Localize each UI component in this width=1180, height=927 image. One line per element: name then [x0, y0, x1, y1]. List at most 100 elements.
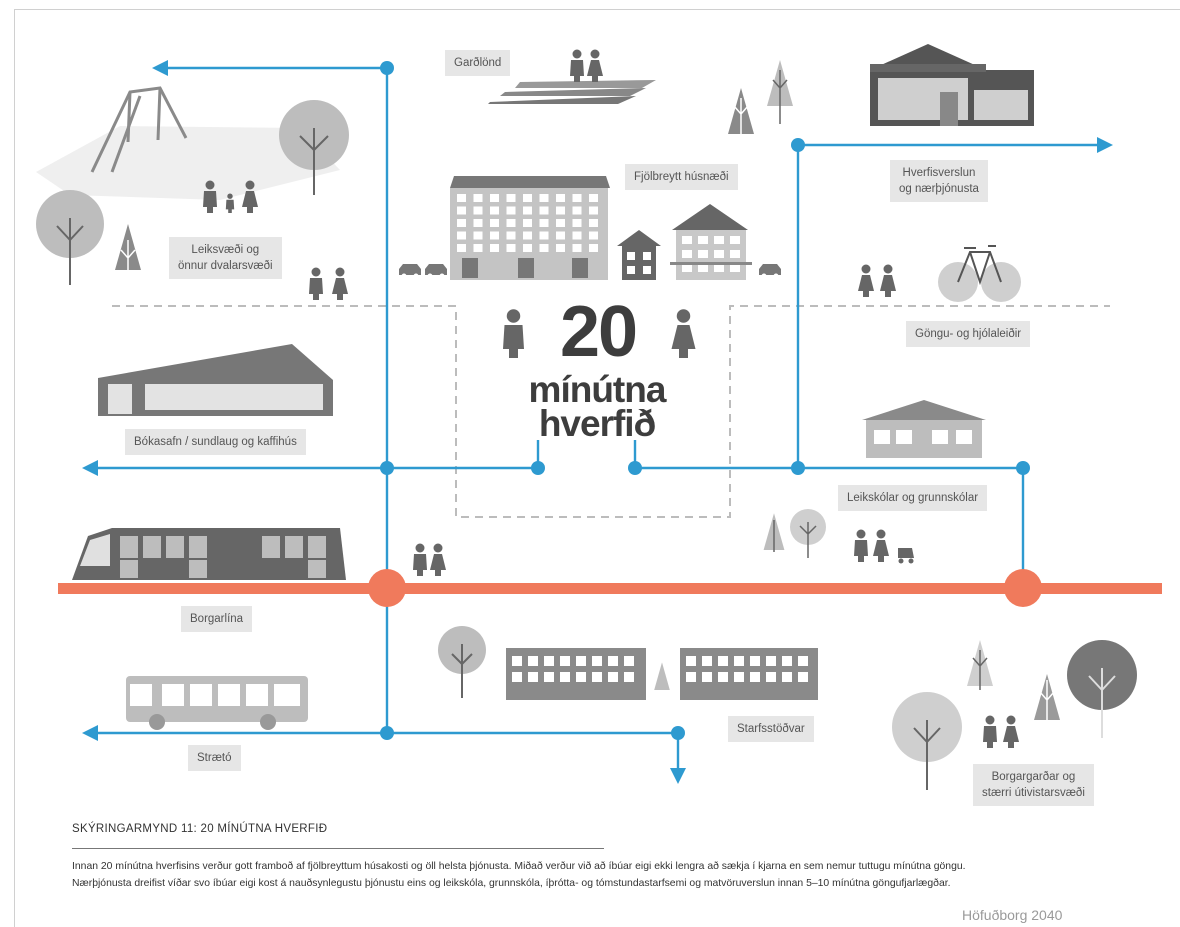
apartment-window: [473, 244, 483, 252]
tree-round-icon: [279, 100, 349, 195]
apartment-window: [473, 231, 483, 240]
apartment-window: [490, 219, 499, 227]
label-bokasafn: Bókasafn / sundlaug og kaffihús: [125, 429, 306, 455]
apartment-window: [572, 219, 582, 227]
tree-round-icon: [438, 626, 486, 698]
label-borgarlina: Borgarlína: [181, 606, 253, 632]
school-icon: [862, 400, 986, 458]
apartment-block-icon: [450, 176, 610, 280]
borgarlina-line: [58, 583, 1162, 594]
label-fjolbreytt-husnaedi: Fjölbreytt húsnæði: [625, 164, 738, 190]
apartment-window: [523, 206, 532, 215]
person-icon: [503, 309, 524, 358]
label-line: önnur dvalarsvæði: [178, 260, 273, 272]
apartment-window: [506, 244, 516, 252]
title-number: 20: [560, 292, 638, 372]
walking-routes: [95, 66, 1100, 772]
apartment-window: [457, 206, 466, 215]
apartment-window: [506, 231, 516, 240]
apartment-window: [473, 206, 483, 215]
apartment-window: [457, 219, 466, 227]
office-building-icon: [680, 648, 818, 700]
tree-pine-icon: [115, 224, 141, 286]
arrow-bottom-west: [82, 725, 98, 741]
caption-rule: [72, 848, 604, 849]
office-building-icon: [506, 648, 646, 700]
apartment-window: [539, 219, 549, 227]
apartment-window: [556, 194, 565, 202]
apartment-window: [539, 194, 549, 202]
allotment-gardens-icon: [488, 49, 656, 104]
apartment-window: [523, 219, 532, 227]
apartment-window: [457, 244, 466, 252]
label-borgargardar: Borgargarðar og stærri útivistarsvæði: [973, 764, 1094, 806]
label-gongu-hjolaleidir: Göngu- og hjólaleiðir: [906, 321, 1031, 347]
label-line: Hverfisverslun: [902, 167, 976, 179]
apartment-window: [523, 231, 532, 240]
tree-pine-icon: [654, 662, 670, 690]
core-boundary: [112, 305, 1110, 518]
family-stroller-icon: [854, 529, 914, 564]
apartment-window: [506, 206, 516, 215]
route-core-right: [633, 440, 1025, 588]
caption-line-1: Innan 20 mínútna hverfisins verður gott …: [72, 861, 966, 872]
apartment-window: [490, 244, 499, 252]
apartment-window: [457, 194, 466, 202]
apartment-window: [539, 244, 549, 252]
apartment-window: [556, 244, 565, 252]
couple-icon: [858, 264, 896, 297]
apartment-window: [589, 244, 598, 252]
apartment-window: [556, 219, 565, 227]
apartment-window: [523, 244, 532, 252]
caption-title: SKÝRINGARMYND 11: 20 MÍNÚTNA HVERFIÐ: [72, 823, 328, 835]
label-line: stærri útivistarsvæði: [982, 787, 1085, 799]
apartment-window: [572, 244, 582, 252]
apartment-window: [490, 194, 499, 202]
label-line: Borgargarðar og: [991, 771, 1076, 783]
townhouse-icon: [670, 204, 752, 280]
route-arrowheads: [82, 60, 1113, 784]
couple-icon: [309, 267, 348, 300]
label-leiksvaedi: Leiksvæði og önnur dvalarsvæði: [169, 237, 282, 279]
label-leikskolar: Leikskólar og grunnskólar: [838, 485, 988, 511]
tree-pine-icon: [967, 640, 993, 690]
apartment-window: [490, 231, 499, 240]
arrow-east: [1097, 137, 1113, 153]
apartment-window: [539, 206, 549, 215]
apartment-window: [589, 206, 598, 215]
borgarlina-stations: [368, 569, 1042, 607]
tree-round-icon: [1067, 640, 1137, 738]
apartment-window: [539, 231, 549, 240]
apartment-window: [572, 231, 582, 240]
label-straeto: Strætó: [188, 745, 241, 771]
couple-icon: [413, 543, 446, 576]
tram-icon: [72, 528, 346, 580]
apartment-window: [572, 206, 582, 215]
small-house-icon: [617, 230, 661, 280]
apartment-window: [572, 194, 582, 202]
label-starfsstodvar: Starfsstöðvar: [728, 716, 814, 742]
apartment-window: [457, 231, 466, 240]
person-icon: [671, 309, 696, 358]
playground-icon: [36, 86, 340, 200]
title-words: mínútna hverfið: [512, 371, 682, 442]
apartment-window: [523, 194, 532, 202]
source-label: Höfuðborg 2040: [962, 907, 1063, 923]
tree-round-icon: [36, 190, 104, 285]
bus-icon: [126, 676, 308, 730]
couple-icon: [983, 715, 1019, 748]
apartment-window: [490, 206, 499, 215]
apartment-window: [506, 219, 516, 227]
arrow-mid-west: [82, 460, 98, 476]
label-hverfisverslun: Hverfisverslun og nærþjónusta: [890, 160, 988, 202]
arrow-top-west: [152, 60, 168, 76]
caption-body: Innan 20 mínútna hverfisins verður gott …: [72, 858, 1162, 892]
label-gardlond: Garðlönd: [445, 50, 511, 76]
caption-line-2: Nærþjónusta dreifist víðar svo íbúar eig…: [72, 878, 951, 889]
apartment-window: [589, 219, 598, 227]
tree-pine-icon: [728, 88, 754, 134]
tree-pine-icon: [767, 60, 793, 124]
label-line: og nærþjónusta: [899, 183, 979, 195]
tree-pine-icon: [763, 513, 785, 552]
